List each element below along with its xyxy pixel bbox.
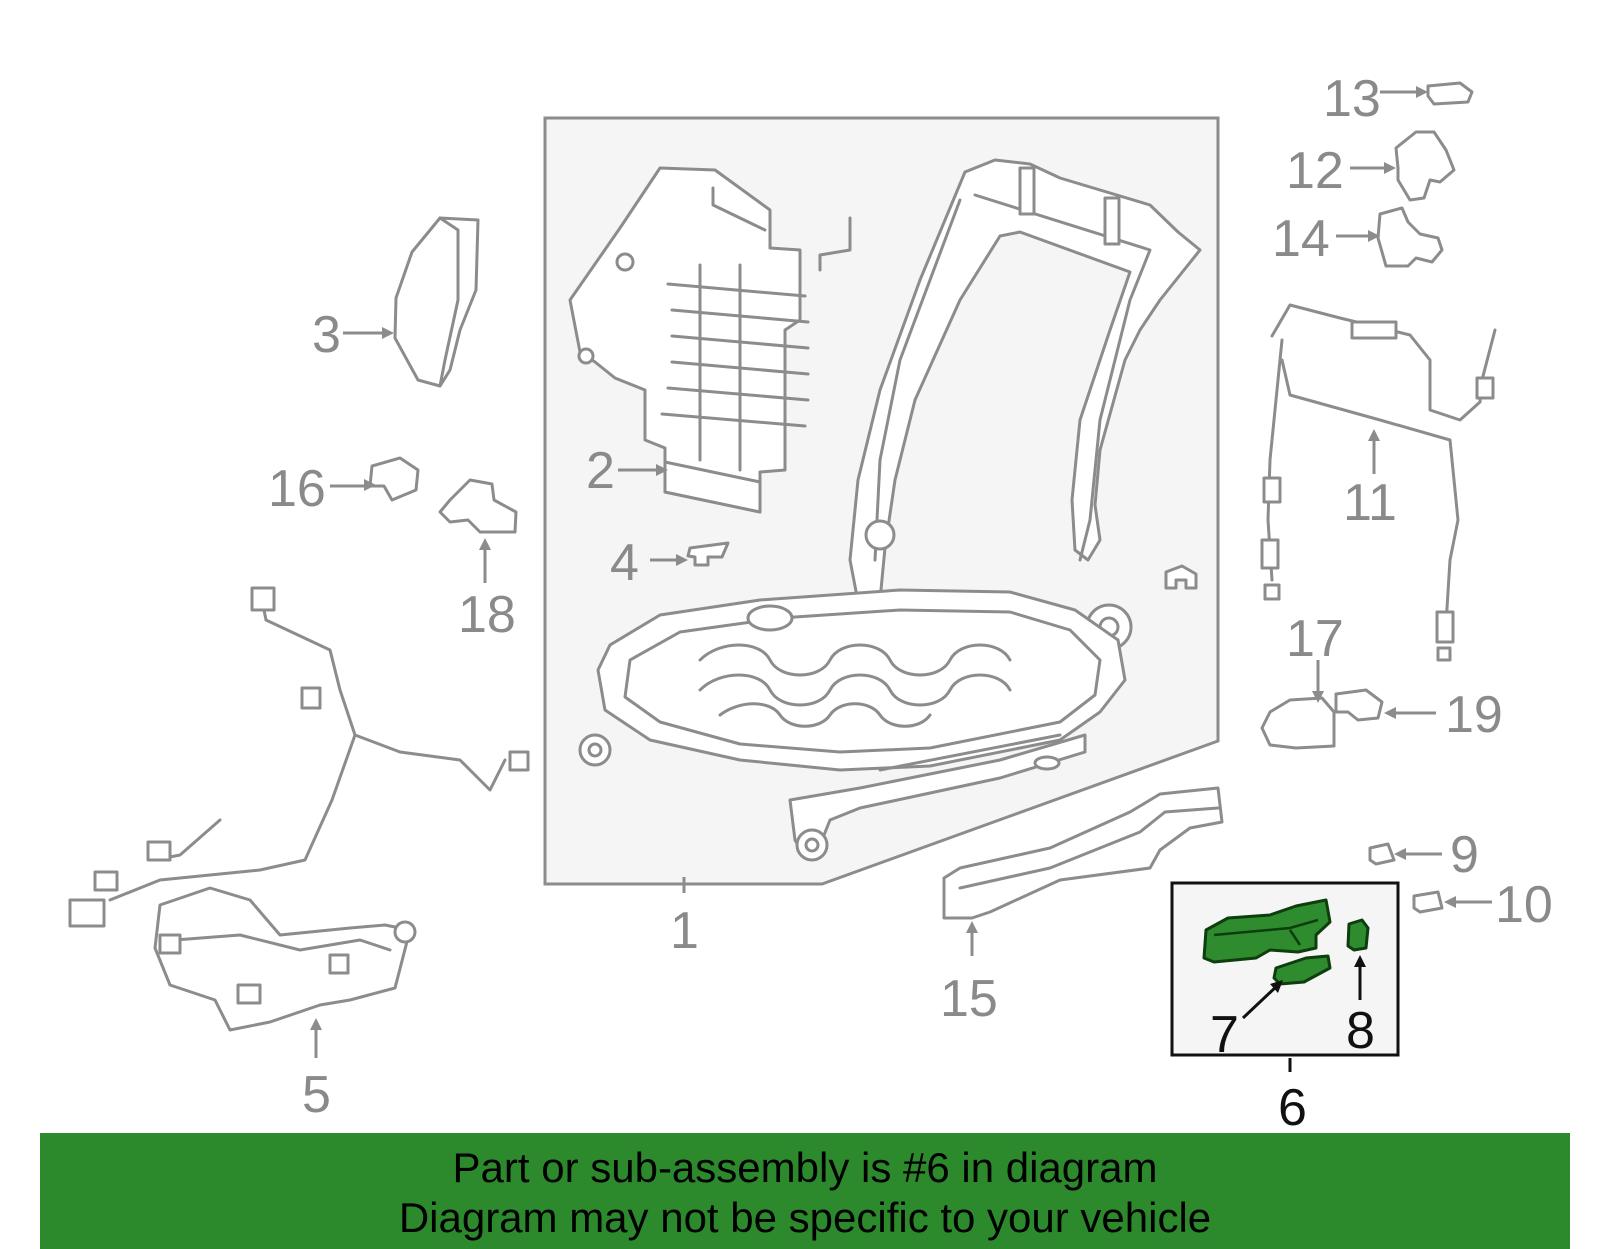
clip-16 bbox=[368, 456, 420, 502]
callout-5: 5 bbox=[302, 1066, 331, 1124]
callout-1: 1 bbox=[670, 902, 699, 960]
part-12 bbox=[1394, 130, 1456, 202]
callout-16: 16 bbox=[268, 460, 326, 518]
part-13 bbox=[1426, 81, 1474, 106]
part-7-cover bbox=[1272, 954, 1332, 986]
banner-line-1: Part or sub-assembly is #6 in diagram bbox=[452, 1144, 1158, 1191]
callout-6: 6 bbox=[1278, 1079, 1307, 1137]
part-10 bbox=[1412, 890, 1444, 914]
callout-19: 19 bbox=[1445, 686, 1503, 744]
callout-13: 13 bbox=[1323, 70, 1381, 128]
small-clip-right bbox=[1164, 564, 1198, 590]
side-cover-3 bbox=[393, 216, 480, 388]
seat-cushion-frame bbox=[578, 588, 1127, 772]
clip-18 bbox=[438, 478, 518, 534]
seat-back-panel bbox=[568, 166, 852, 514]
callout-4: 4 bbox=[610, 534, 639, 592]
cable-11 bbox=[1260, 303, 1497, 662]
part-14 bbox=[1376, 206, 1444, 268]
wiring-harness-5 bbox=[68, 586, 530, 1032]
callout-labels: 1 2 3 4 5 6 7 8 9 10 11 12 13 14 15 16 1… bbox=[268, 70, 1553, 1137]
info-banner: Part or sub-assembly is #6 in diagram Di… bbox=[40, 1133, 1570, 1249]
callout-12: 12 bbox=[1286, 142, 1344, 200]
callout-7: 7 bbox=[1210, 1006, 1239, 1064]
callout-9: 9 bbox=[1450, 826, 1479, 884]
bracket-4 bbox=[686, 541, 730, 567]
callout-14: 14 bbox=[1272, 210, 1330, 268]
callout-18: 18 bbox=[458, 586, 516, 644]
part-19 bbox=[1334, 688, 1384, 722]
callout-2: 2 bbox=[586, 442, 615, 500]
callout-8: 8 bbox=[1346, 1002, 1375, 1060]
part-17 bbox=[1260, 696, 1336, 750]
callout-10: 10 bbox=[1495, 876, 1553, 934]
callout-17: 17 bbox=[1286, 610, 1344, 668]
seat-frame-assembly-group bbox=[543, 116, 1220, 886]
callout-11: 11 bbox=[1343, 474, 1397, 532]
seat-rail bbox=[788, 733, 1087, 862]
callout-15: 15 bbox=[940, 970, 998, 1028]
part-9 bbox=[1368, 842, 1396, 866]
part-8-clip bbox=[1346, 918, 1370, 952]
banner-line-2: Diagram may not be specific to your vehi… bbox=[398, 1194, 1212, 1241]
leader-arrows bbox=[310, 86, 1492, 1072]
callout-3: 3 bbox=[312, 306, 341, 364]
